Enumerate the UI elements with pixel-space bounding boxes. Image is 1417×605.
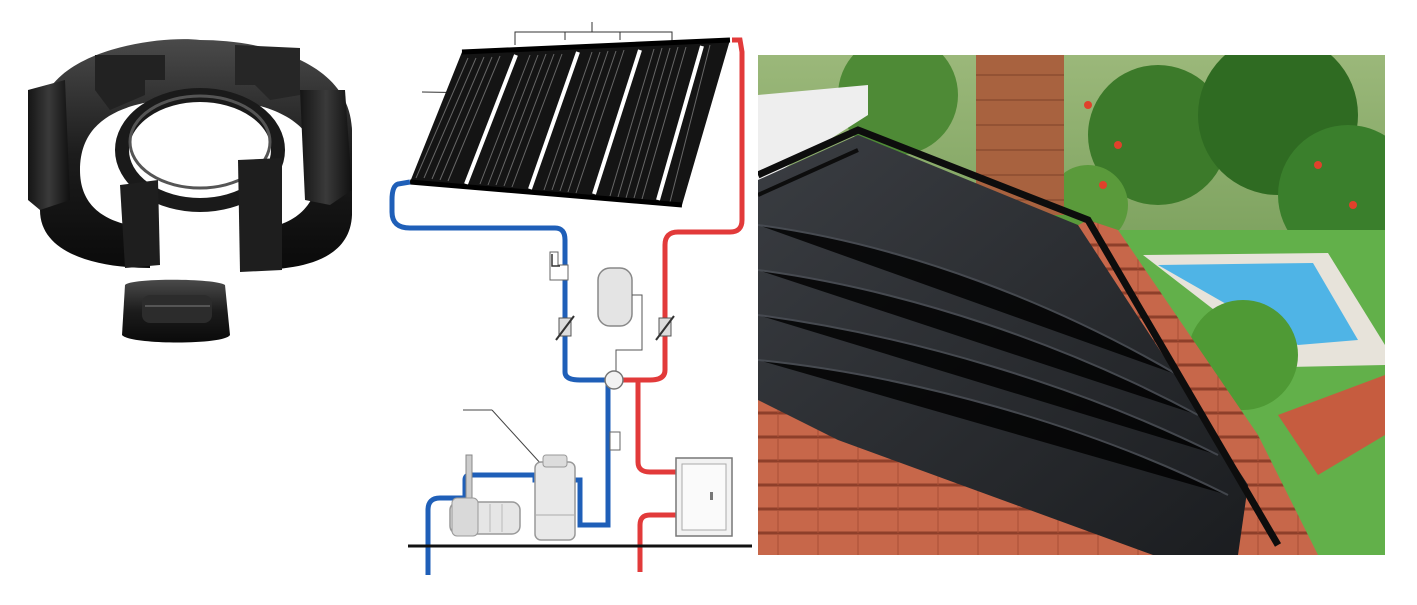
clamp-end-left [28,80,70,210]
brick-chimney [976,55,1064,215]
expansion-tank [597,267,643,372]
solar-collector [409,37,731,208]
pool-filter [463,409,576,541]
clamp-tab-top-left [95,55,165,110]
flow-sensor [609,431,621,451]
pool-pump [449,454,521,537]
check-valve [549,251,569,281]
brick-path [1278,375,1385,475]
clamp-end-right [300,90,352,205]
roof-photo-illustration [758,55,1385,555]
three-way-valve [604,370,624,390]
clamp-illustration [28,39,352,343]
clamp-post-left [120,180,160,268]
roof-photo [758,55,1385,555]
ball-valve-hot [655,315,675,341]
clamp-tab-top-right [235,45,300,100]
clamp-photo [0,0,380,605]
collector-header-pipe [758,126,1282,547]
clamp-post-right [238,158,282,272]
schematic-svg [389,22,752,575]
ball-valve-cold [555,315,575,341]
cold-water-line [389,179,611,575]
hot-water-line [620,37,745,572]
heating-schematic [380,0,760,605]
controller-box [675,457,733,537]
